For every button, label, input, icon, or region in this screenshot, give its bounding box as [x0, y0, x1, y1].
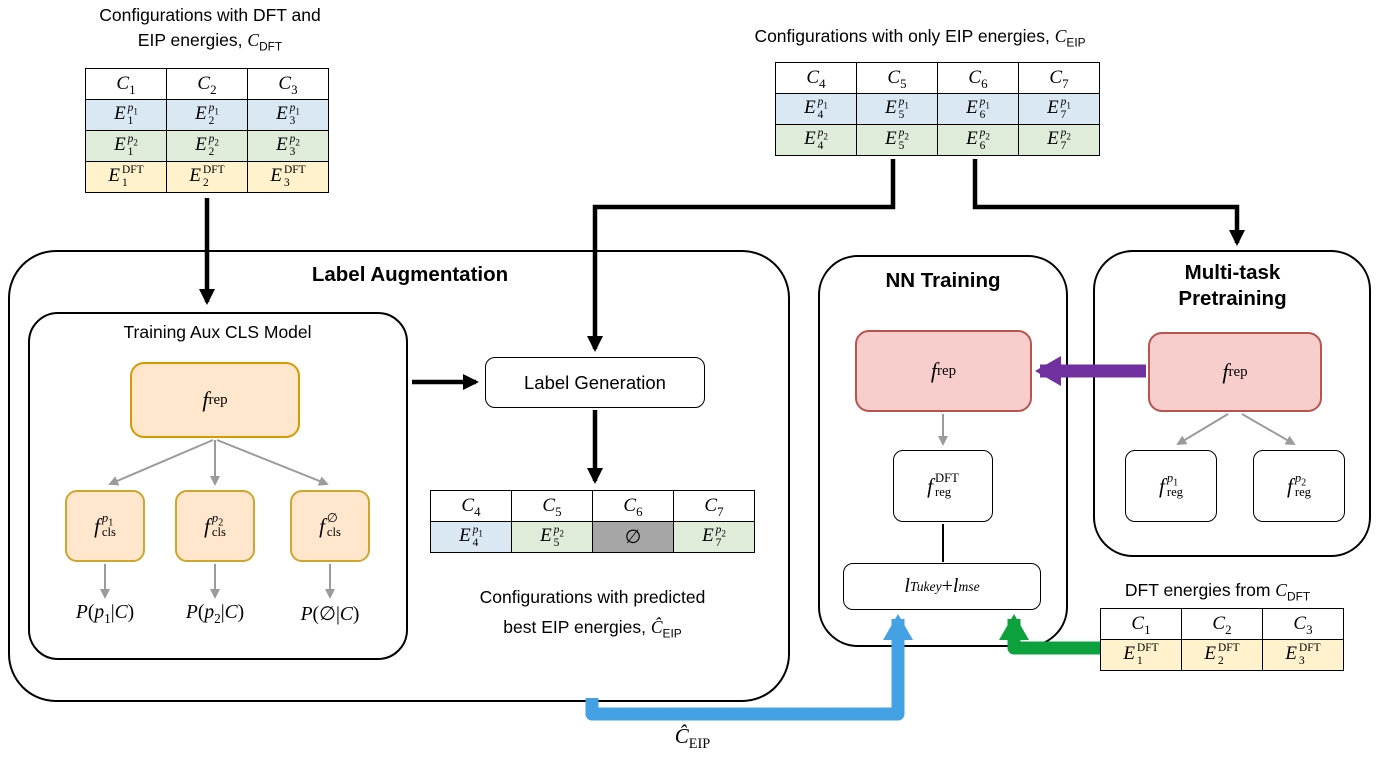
table-cell: C5 — [511, 490, 593, 522]
table-cell: C6 — [937, 62, 1019, 94]
table-cell: C3 — [247, 68, 329, 100]
table-pred-header-row: C4 C5 C6 C7 — [430, 490, 755, 522]
caption-pred: Configurations with predicted best EIP e… — [415, 582, 770, 642]
arrow-ceip-to-multitask — [972, 159, 1245, 246]
table-dft-header-row: C1 C2 C3 — [1100, 608, 1344, 640]
label-chat-eip: ĈEIP — [674, 724, 711, 753]
table-cell: C4 — [430, 490, 512, 522]
title-label-augmentation: Label Augmentation — [311, 263, 509, 286]
node-f-cls-null: f∅cls — [290, 490, 370, 562]
label-p-p2: P(p2|C) — [185, 602, 245, 626]
table-cell: C1 — [1100, 608, 1182, 640]
caption-cdft: Configurations with DFT and EIP energies… — [55, 3, 365, 53]
title-multitask-line1: Multi-task — [1184, 261, 1281, 284]
title-multitask-line2: Pretraining — [1178, 287, 1287, 310]
table-cell: C1 — [85, 68, 167, 100]
caption-dft-from: DFT energies from CDFT — [1124, 580, 1311, 604]
caption-cdft-line2: EIP energies, CDFT — [137, 30, 283, 54]
table-cell: C4 — [775, 62, 857, 94]
table-cell: C3 — [1262, 608, 1344, 640]
table-cell: C6 — [592, 490, 674, 522]
title-multitask: Multi-task Pretraining — [1110, 260, 1355, 312]
node-label-generation: Label Generation — [485, 357, 705, 408]
table-cell: C7 — [673, 490, 755, 522]
table-cell: C7 — [1018, 62, 1100, 94]
caption-cdft-line1: Configurations with DFT and — [99, 5, 321, 25]
table-cell: C2 — [166, 68, 248, 100]
title-training-aux: Training Aux CLS Model — [123, 322, 312, 342]
label-p-null: P(∅|C) — [300, 604, 360, 625]
label-p-p1: P(p1|C) — [75, 602, 135, 626]
table-ceip-header-row: C4 C5 C6 C7 — [775, 62, 1100, 94]
caption-pred-line1: Configurations with predicted — [479, 587, 706, 607]
table-cell: C2 — [1181, 608, 1263, 640]
caption-ceip: Configurations with only EIP energies, C… — [754, 26, 1086, 50]
table-cell: C5 — [856, 62, 938, 94]
table-cdft-header-row: C1 C2 C3 — [85, 68, 329, 100]
table-cell: ∅ — [592, 521, 674, 553]
title-nn-training: NN Training — [885, 269, 1001, 292]
caption-pred-line2: best EIP energies, ĈEIP — [503, 617, 682, 641]
